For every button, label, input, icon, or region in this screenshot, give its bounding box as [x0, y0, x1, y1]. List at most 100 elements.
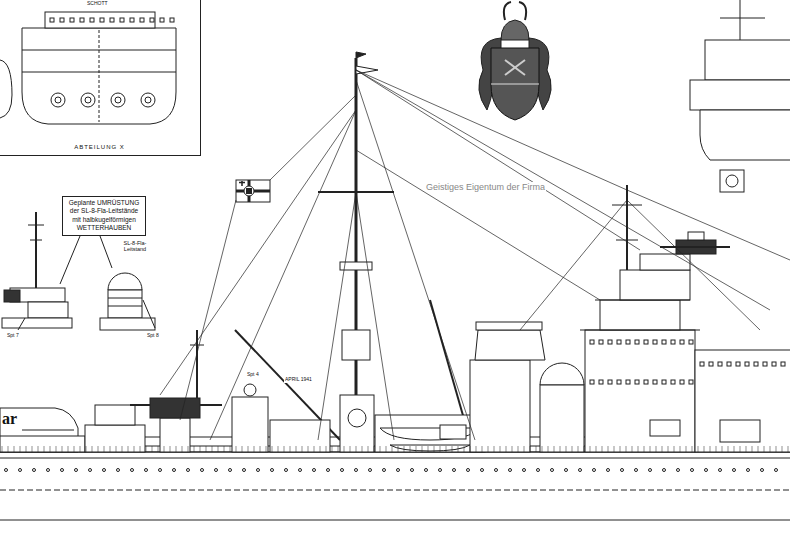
railing-post [488, 446, 489, 452]
secondary-turret [720, 420, 760, 442]
hull-section [700, 110, 790, 160]
railing-post [770, 446, 771, 452]
railing-post [596, 446, 597, 452]
railing-post [56, 446, 57, 452]
railing-post [86, 446, 87, 452]
porthole [285, 469, 288, 472]
railing-post [416, 446, 417, 452]
railing-post [686, 446, 687, 452]
railing-post [746, 446, 747, 452]
machinery [85, 97, 91, 103]
porthole [215, 469, 218, 472]
porthole [271, 469, 274, 472]
railing-post [554, 446, 555, 452]
railing-post [272, 446, 273, 452]
deck-house [705, 40, 790, 80]
window [644, 340, 648, 344]
railing-post [656, 446, 657, 452]
railing-post [740, 446, 741, 452]
window [700, 362, 704, 366]
director-base [100, 318, 155, 330]
porthole [243, 469, 246, 472]
railing-post [122, 446, 123, 452]
window [590, 380, 594, 384]
boat [390, 445, 470, 451]
porthole [565, 469, 568, 472]
railing-post [446, 446, 447, 452]
window [626, 340, 630, 344]
railing-post [632, 446, 633, 452]
porthole [383, 469, 386, 472]
railing-post [722, 446, 723, 452]
secondary-turret [440, 425, 466, 439]
railing-post [14, 446, 15, 452]
machinery [141, 93, 155, 107]
railing-post [290, 446, 291, 452]
window [617, 340, 621, 344]
war-ensign [236, 180, 270, 202]
deck-house [695, 350, 790, 452]
director-tower [108, 306, 142, 307]
railing-post [788, 446, 789, 452]
deck-house [690, 80, 790, 110]
railing-post [638, 446, 639, 452]
hull [0, 452, 790, 556]
window [50, 18, 54, 22]
railing-post [242, 446, 243, 452]
rangefinder-arm [660, 246, 730, 248]
center-line [99, 30, 100, 122]
rigging-line [356, 70, 770, 310]
window [644, 380, 648, 384]
porthole [201, 469, 204, 472]
railing-post [566, 446, 567, 452]
railing-post [422, 446, 423, 452]
window [90, 18, 94, 22]
window [745, 362, 749, 366]
window [671, 380, 675, 384]
railing-post [386, 446, 387, 452]
window [60, 18, 64, 22]
machinery [81, 93, 95, 107]
railing-post [494, 446, 495, 452]
railing-post [602, 446, 603, 452]
porthole [453, 469, 456, 472]
window [671, 340, 675, 344]
platform [28, 302, 68, 318]
section-label: SCHOTT [86, 1, 109, 7]
railing-post [644, 446, 645, 452]
railing-post [134, 446, 135, 452]
railing-post [74, 446, 75, 452]
railing-post [476, 446, 477, 452]
aft-mast [190, 345, 204, 346]
porthole [425, 469, 428, 472]
ship-name-fragment: ar [1, 410, 18, 428]
railing-post [584, 446, 585, 452]
porthole [481, 469, 484, 472]
railing-post [308, 446, 309, 452]
porthole [397, 469, 400, 472]
partial-section [0, 60, 12, 118]
porthole [705, 469, 708, 472]
window [599, 340, 603, 344]
machinery [115, 97, 121, 103]
detail-box [720, 170, 744, 192]
railing-post [116, 446, 117, 452]
porthole [103, 469, 106, 472]
section-title: ABTEILUNG X [72, 144, 127, 150]
railing-post [470, 446, 471, 452]
gun-turret [22, 430, 74, 431]
railing-post [158, 446, 159, 452]
rigging-line [627, 190, 790, 260]
window [635, 340, 639, 344]
watermark: Geistiges Eigentum der Firma [425, 182, 546, 192]
railing-post [542, 446, 543, 452]
porthole [355, 469, 358, 472]
porthole [607, 469, 610, 472]
frame-number: Spt 4 [246, 372, 260, 378]
railing-post [536, 446, 537, 452]
rigging-line [160, 110, 356, 395]
railing-post [182, 446, 183, 452]
railing-post [176, 446, 177, 452]
railing-post [44, 446, 45, 452]
